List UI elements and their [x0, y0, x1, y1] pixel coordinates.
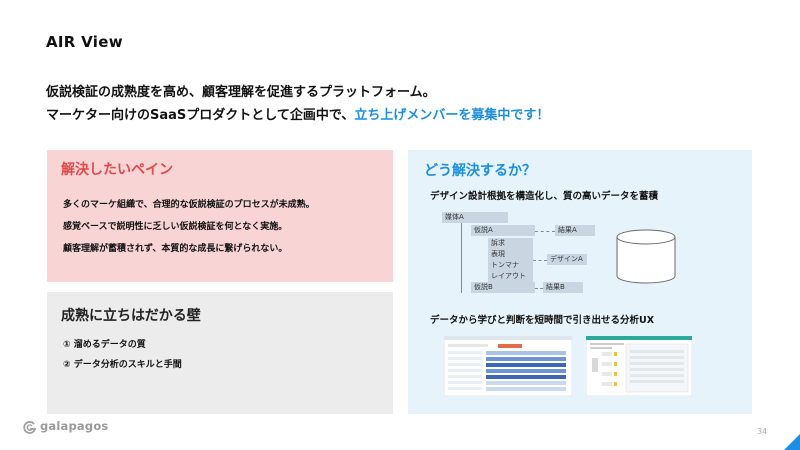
- node-hypothesis-a: 仮説A: [471, 225, 535, 236]
- galapagos-logo-text: galapagos: [40, 419, 109, 433]
- connector: [461, 223, 462, 293]
- lead-line-2-prefix: マーケター向けのSaaSプロダクトとして企画中で、: [46, 108, 355, 123]
- analysis-dashboard-thumbnail: [586, 336, 692, 396]
- node-appeal: 訴求: [488, 238, 533, 249]
- pain-item-3: 顧客理解が蓄積されず、本質的な成長に繋げられない。: [63, 244, 288, 254]
- solve-title: どう解決するか？: [424, 163, 536, 179]
- corner-accent: [784, 434, 800, 450]
- node-expression: 表現: [488, 249, 533, 260]
- galapagos-logo-icon: [23, 421, 37, 434]
- pain-panel: 解決したいペイン 多くのマーケ組織で、合理的な仮説検証のプロセスが未成熟。 感覚…: [47, 150, 393, 282]
- page-number: 34: [757, 427, 768, 436]
- database-icon: [616, 229, 676, 284]
- lead-line-2: マーケター向けのSaaSプロダクトとして企画中で、立ち上げメンバーを募集中です！: [46, 104, 549, 123]
- node-design-a: デザインA: [547, 254, 587, 265]
- lead-line-2-accent: 立ち上げメンバーを募集中です！: [354, 108, 550, 123]
- node-layout: レイアウト: [488, 271, 533, 282]
- analysis-table-thumbnail: [444, 336, 572, 396]
- connector: [535, 231, 555, 232]
- wall-item-1: ① 溜めるデータの質: [63, 340, 146, 350]
- node-result-b: 結果B: [543, 282, 583, 293]
- slide-title: AIR View: [46, 33, 123, 51]
- wall-title: 成熟に立ちはだかる壁: [61, 308, 201, 324]
- node-result-a: 結果A: [555, 225, 595, 236]
- wall-panel: 成熟に立ちはだかる壁 ① 溜めるデータの質 ② データ分析のスキルと手間: [47, 292, 393, 414]
- node-medium-a: 媒体A: [442, 212, 508, 223]
- connector: [535, 288, 543, 289]
- solve-subtitle-2: データから学びと判断を短時間で引き出せる分析UX: [430, 315, 655, 326]
- pain-title: 解決したいペイン: [61, 162, 173, 178]
- wall-item-2: ② データ分析のスキルと手間: [63, 360, 182, 370]
- lead-line-1: 仮説検証の成熟度を高め、顧客理解を促進するプラットフォーム。: [46, 85, 436, 100]
- pain-item-2: 感覚ベースで説明性に乏しい仮説検証を何となく実施。: [63, 222, 288, 232]
- solve-subtitle-1: デザイン設計根拠を構造化し、質の高いデータを蓄積: [430, 191, 659, 202]
- pain-item-1: 多くのマーケ組織で、合理的な仮説検証のプロセスが未成熟。: [63, 200, 315, 210]
- connector: [533, 260, 547, 261]
- node-hypothesis-b: 仮説B: [471, 282, 535, 293]
- node-tone: トンマナ: [488, 260, 533, 271]
- solve-panel: どう解決するか？ デザイン設計根拠を構造化し、質の高いデータを蓄積 媒体A 仮説…: [408, 150, 752, 414]
